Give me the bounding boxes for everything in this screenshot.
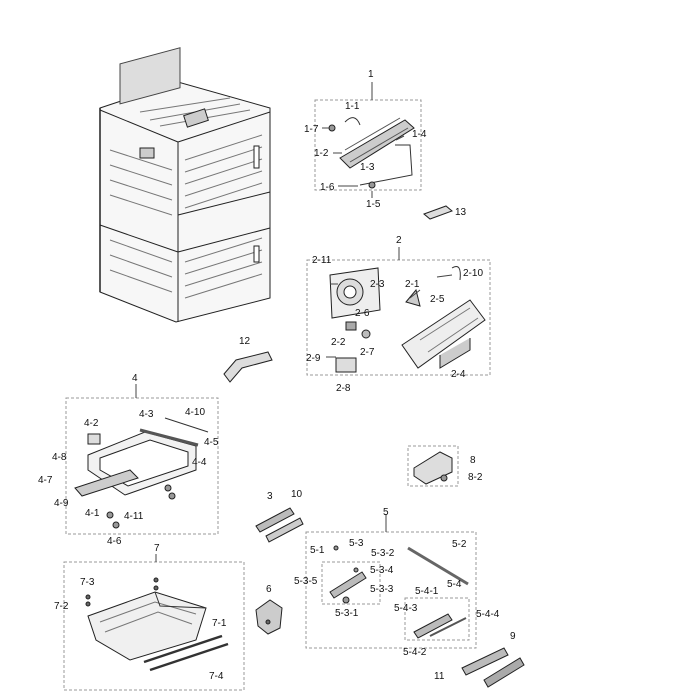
callout-11: 11 [434,671,445,682]
callout-5-3-2: 5-3-2 [371,548,395,559]
part-4-crisper-assembly [74,417,209,529]
part-3 [255,507,295,533]
part-8-assembly [413,451,453,485]
callout-4-8: 4-8 [52,452,67,463]
callout-5-4-1: 5-4-1 [415,586,439,597]
callout-4-5: 4-5 [204,437,219,448]
callout-1-2: 1-2 [314,148,329,159]
cabinet-assembly [99,47,271,323]
callout-2: 2 [396,235,402,246]
callout-2-5: 2-5 [430,294,445,305]
part-9 [483,657,525,688]
callout-2-6: 2-6 [355,308,370,319]
callout-4-10: 4-10 [185,407,206,418]
callout-10: 10 [291,489,303,500]
callout-5-3-5: 5-3-5 [294,576,318,587]
callout-5-4: 5-4 [447,579,462,590]
part-10 [265,517,304,543]
callout-4-1: 4-1 [85,508,100,519]
callout-1-4: 1-4 [412,129,427,140]
callout-5-4-3: 5-4-3 [394,603,418,614]
leader-lines-1 [322,82,405,198]
callout-7: 7 [154,543,160,554]
callout-4-11: 4-11 [124,511,144,522]
callout-1: 1 [368,69,374,80]
callout-4-9: 4-9 [54,498,69,509]
callout-5-2: 5-2 [452,539,467,550]
part-6 [255,599,283,635]
callout-3: 3 [267,491,273,502]
callout-13: 13 [455,207,467,218]
callout-2-3: 2-3 [370,279,385,290]
callout-7-3: 7-3 [80,577,95,588]
part-7-basket-assembly [85,577,229,672]
callout-4-3: 4-3 [139,409,154,420]
callout-7-1: 7-1 [212,618,227,629]
callout-1-7: 1-7 [304,124,319,135]
callout-4-6: 4-6 [107,536,122,547]
callout-6: 6 [266,584,272,595]
callout-5: 5 [383,507,389,518]
callout-4-2: 4-2 [84,418,99,429]
callout-2-1: 2-1 [405,279,420,290]
callout-4: 4 [132,373,138,384]
callout-2-9: 2-9 [306,353,321,364]
callout-1-3: 1-3 [360,162,375,173]
callout-2-8: 2-8 [336,383,351,394]
callout-1-5: 1-5 [366,199,381,210]
callout-2-7: 2-7 [360,347,375,358]
part-11 [461,647,509,676]
callout-7-2: 7-2 [54,601,69,612]
callout-9: 9 [510,631,516,642]
callout-5-3: 5-3 [349,538,364,549]
callout-5-3-4: 5-3-4 [370,565,394,576]
callout-12: 12 [239,336,251,347]
callout-5-1: 5-1 [310,545,325,556]
part-1-assembly [328,117,415,189]
callout-2-10: 2-10 [463,268,484,279]
part-2-assembly [329,266,486,373]
callout-5-3-1: 5-3-1 [335,608,359,619]
callout-8: 8 [470,455,476,466]
callout-4-7: 4-7 [38,475,53,486]
callout-5-3-3: 5-3-3 [370,584,394,595]
callout-7-4: 7-4 [209,671,224,682]
callout-2-2: 2-2 [331,337,346,348]
callout-5-4-2: 5-4-2 [403,647,427,658]
callout-2-4: 2-4 [451,369,466,380]
part-13 [423,205,453,220]
part-5-assembly [321,545,470,641]
callout-1-6: 1-6 [320,182,335,193]
callout-1-1: 1-1 [345,101,360,112]
callout-4-4: 4-4 [192,457,207,468]
callout-2-11: 2-11 [312,255,332,266]
callout-8-2: 8-2 [468,472,483,483]
part-12 [223,351,273,383]
callout-5-4-4: 5-4-4 [476,609,500,620]
